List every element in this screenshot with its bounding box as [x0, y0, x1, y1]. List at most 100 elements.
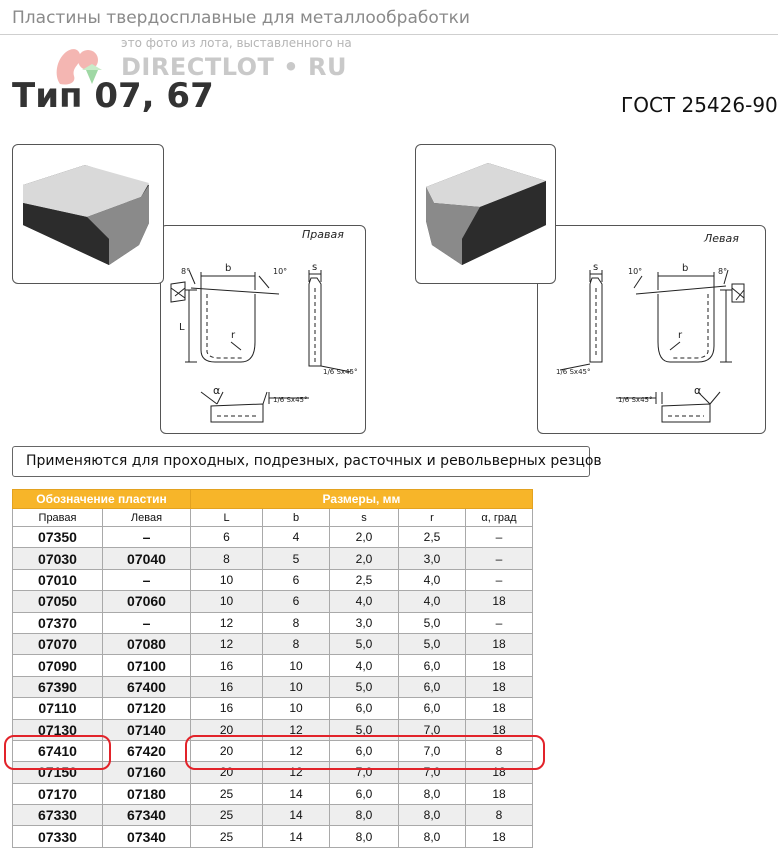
dimension-cell: 18	[465, 697, 533, 720]
col-header-left: Левая	[102, 508, 191, 527]
dimension-cell: 10	[190, 590, 263, 613]
dimension-cell: 10	[262, 675, 330, 699]
dimension-cell: 18	[465, 590, 533, 613]
dimension-cell: 8	[465, 804, 533, 827]
designation-cell: 07340	[102, 825, 191, 848]
group-dimensions-header: Размеры, мм	[190, 489, 533, 509]
dimension-cell: 8	[262, 632, 330, 656]
dimension-cell: 20	[190, 761, 263, 784]
dimension-cell: 6,0	[398, 675, 466, 699]
right-chamfer-note: 1/6 Sx45°	[323, 368, 357, 376]
dimension-cell: 16	[190, 654, 263, 677]
dimension-cell: 3,0	[329, 611, 399, 634]
dimension-cell: 25	[190, 825, 263, 848]
dimension-cell: 25	[190, 804, 263, 827]
dimension-cell: 16	[190, 675, 263, 699]
left-dim-angle-clear: 10°	[628, 267, 642, 276]
dimension-cell: –	[465, 568, 533, 592]
highlight-code-oval	[4, 735, 111, 770]
page-header-title: Пластины твердосплавные для металлообраб…	[12, 8, 470, 28]
dimension-cell: –	[465, 525, 533, 549]
left-chamfer-note: 1/6 Sx45°	[556, 368, 590, 376]
designation-cell: 07330	[12, 825, 103, 848]
left-insert-image	[426, 163, 546, 265]
right-dim-angle-clear: 10°	[273, 267, 287, 276]
designation-cell: 07100	[102, 654, 191, 677]
designation-cell: 07090	[12, 654, 103, 677]
col-header-L: L	[190, 508, 263, 527]
designation-cell: 07070	[12, 632, 103, 656]
dimension-cell: 10	[190, 568, 263, 592]
dimension-cell: 18	[465, 825, 533, 848]
standard-label: ГОСТ 25426-90	[621, 93, 778, 117]
dimension-cell: 14	[262, 804, 330, 827]
dimension-cell: 4,0	[398, 568, 466, 592]
watermark-caption: это фото из лота, выставленного на	[121, 36, 352, 50]
dimensions-table: Обозначение пластин Размеры, мм Правая Л…	[12, 489, 533, 848]
dimension-cell: 6	[262, 590, 330, 613]
col-header-b: b	[262, 508, 330, 527]
designation-cell: –	[102, 525, 191, 549]
designation-cell: 07120	[102, 697, 191, 720]
left-insert-photo	[415, 144, 556, 284]
dimension-cell: 5	[262, 547, 330, 570]
right-insert-photo	[12, 144, 164, 284]
right-dim-b: b	[225, 263, 231, 274]
col-header-right: Правая	[12, 508, 103, 527]
designation-cell: 67410	[12, 739, 103, 763]
dimension-cell: 18	[465, 782, 533, 806]
dimension-cell: 4,0	[398, 590, 466, 613]
designation-cell: 07160	[102, 761, 191, 784]
dimension-cell: 18	[465, 654, 533, 677]
dimension-cell: 14	[262, 825, 330, 848]
dimension-cell: 8	[190, 547, 263, 570]
group-designation-header: Обозначение пластин	[12, 489, 191, 509]
left-dim-r: r	[678, 330, 683, 341]
left-dim-b: b	[682, 263, 688, 274]
dimension-cell: 3,0	[398, 547, 466, 570]
designation-cell: 07370	[12, 611, 103, 634]
dimension-cell: 6,0	[398, 697, 466, 720]
application-note: Применяются для проходных, подрезных, ра…	[12, 446, 602, 477]
designation-cell: –	[102, 568, 191, 592]
left-dim-angle-top: 8°	[718, 267, 727, 276]
designation-cell: 67420	[102, 739, 191, 763]
designation-cell: 07140	[102, 718, 191, 741]
dimension-cell: 7,0	[329, 761, 399, 784]
col-header-s: s	[329, 508, 399, 527]
dimension-cell: 10	[262, 697, 330, 720]
dimension-cell: –	[465, 611, 533, 634]
dimension-cell: 14	[262, 782, 330, 806]
designation-cell: 67330	[12, 804, 103, 827]
left-drawing-label: Левая	[704, 232, 739, 245]
right-insert-schematic: b 8° 10° s L r 1/6 Sx45° α 1/6 Sx45°	[170, 262, 357, 423]
table-column-header: Правая Левая L b s r α, град	[12, 508, 533, 527]
dimension-cell: 6,0	[329, 697, 399, 720]
right-dim-r: r	[231, 330, 236, 341]
right-dim-s: s	[312, 262, 317, 273]
designation-cell: 67400	[102, 675, 191, 699]
dimension-cell: 4	[262, 525, 330, 549]
application-note-text: Применяются для проходных, подрезных, ра…	[26, 453, 602, 469]
designation-cell: 07350	[12, 525, 103, 549]
right-dim-L: L	[179, 322, 185, 333]
dimension-cell: 4,0	[329, 654, 399, 677]
dimension-cell: 6,0	[329, 782, 399, 806]
squirrel-logo-icon	[56, 49, 102, 85]
designation-cell: 67390	[12, 675, 103, 699]
header-divider	[0, 34, 778, 35]
dimension-cell: 2,5	[329, 568, 399, 592]
dimension-cell: 16	[190, 697, 263, 720]
dimension-cell: 25	[190, 782, 263, 806]
